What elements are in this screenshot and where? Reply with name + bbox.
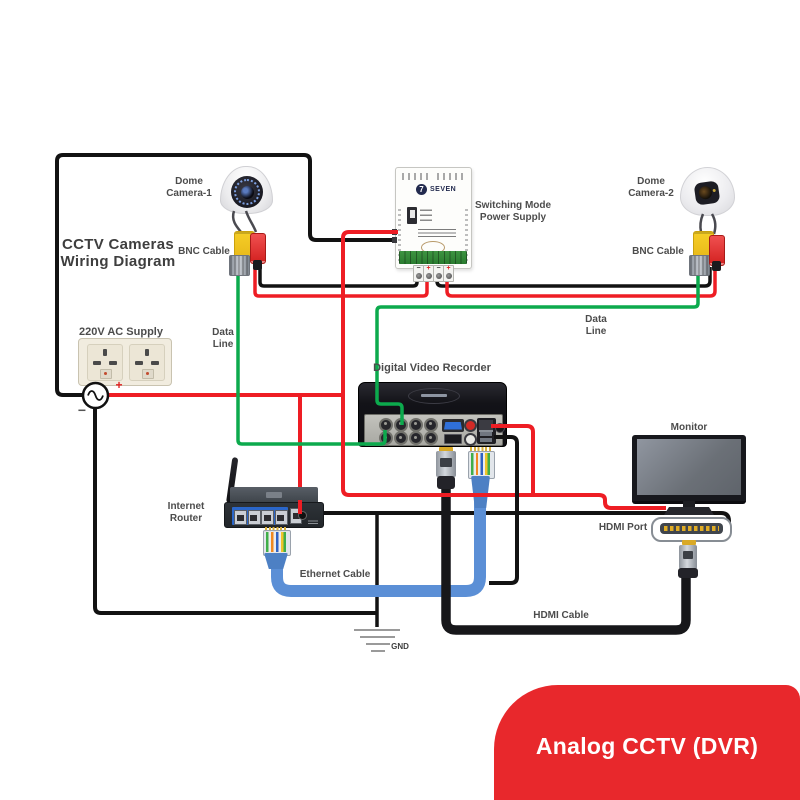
psu-switch bbox=[407, 207, 417, 224]
dvr-brand-mark bbox=[421, 393, 447, 397]
psu-brand: SEVEN bbox=[430, 186, 457, 193]
psu-terminal-block bbox=[399, 251, 467, 264]
cam2-bnc-metal bbox=[689, 255, 710, 276]
monitor-stand bbox=[664, 507, 714, 515]
bnc-port bbox=[379, 417, 393, 432]
psu-logo-icon: 7 bbox=[416, 184, 427, 195]
monitor-label: Monitor bbox=[670, 422, 708, 433]
psu-spec-text bbox=[418, 227, 456, 237]
socket-face bbox=[87, 344, 123, 381]
camera1-lens bbox=[231, 176, 263, 208]
rj45-connector-dvr bbox=[467, 446, 495, 512]
cam2-power-tip bbox=[712, 261, 721, 271]
router-lan-ports bbox=[232, 507, 288, 525]
ethernet-cable-label: Ethernet Cable bbox=[299, 569, 371, 580]
ac-socket bbox=[78, 338, 172, 386]
bnc-port bbox=[394, 431, 408, 445]
vga-port bbox=[442, 419, 464, 432]
bnc-cable-label-1: BNC Cable bbox=[178, 246, 230, 257]
dvr-label: Digital Video Recorder bbox=[373, 362, 491, 374]
ac-supply-label: 220V AC Supply bbox=[79, 326, 163, 338]
bnc-port bbox=[409, 417, 423, 432]
power-supply-unit: 7 SEVEN bbox=[395, 167, 472, 269]
monitor bbox=[630, 433, 748, 515]
dome-camera-2 bbox=[680, 167, 735, 216]
hdmi-plug-monitor bbox=[675, 539, 701, 579]
hdmi-port-label: HDMI Port bbox=[598, 522, 648, 533]
bnc-port bbox=[424, 431, 438, 445]
bnc-cable-label-2: BNC Cable bbox=[632, 246, 684, 257]
socket-face bbox=[129, 344, 165, 381]
banner-label: Analog CCTV (DVR) bbox=[535, 733, 759, 759]
bnc-port bbox=[409, 431, 423, 445]
wire-cam1-black bbox=[258, 266, 419, 288]
ac-source-icon bbox=[81, 381, 110, 410]
category-banner: Analog CCTV (DVR) bbox=[494, 685, 800, 800]
dvr-rear-panel bbox=[364, 414, 505, 446]
cam1-bnc-metal bbox=[229, 255, 250, 276]
monitor-screen bbox=[637, 439, 741, 495]
internet-router bbox=[218, 455, 324, 528]
dvr-lan-usb-block bbox=[477, 418, 496, 444]
wire-cam2-red bbox=[445, 265, 717, 298]
cam1-power-tip bbox=[253, 260, 262, 270]
dvr-hdmi-port bbox=[444, 434, 462, 444]
router-power-jack bbox=[298, 511, 307, 520]
hdmi-plug-dvr bbox=[433, 446, 459, 494]
ac-plus-label: + bbox=[115, 378, 123, 392]
rj45-connector-router bbox=[262, 526, 291, 569]
bnc-port bbox=[394, 417, 408, 432]
ac-minus-label: − bbox=[77, 402, 87, 418]
camera2-lens bbox=[693, 180, 721, 206]
hdmi-pins bbox=[664, 526, 719, 531]
hdmi-cable-label: HDMI Cable bbox=[533, 610, 589, 621]
dome-camera-1 bbox=[220, 166, 273, 214]
psu-terminal-4: + bbox=[443, 265, 454, 282]
rca-audio-port bbox=[464, 419, 477, 432]
dvr-unit bbox=[358, 382, 507, 447]
dvr-power-jack bbox=[495, 423, 505, 433]
gnd-label: GND bbox=[391, 642, 409, 651]
bnc-port bbox=[424, 417, 438, 432]
rca-audio-port bbox=[464, 433, 477, 446]
wire-cam2-black bbox=[435, 267, 712, 288]
bnc-port bbox=[379, 431, 393, 445]
